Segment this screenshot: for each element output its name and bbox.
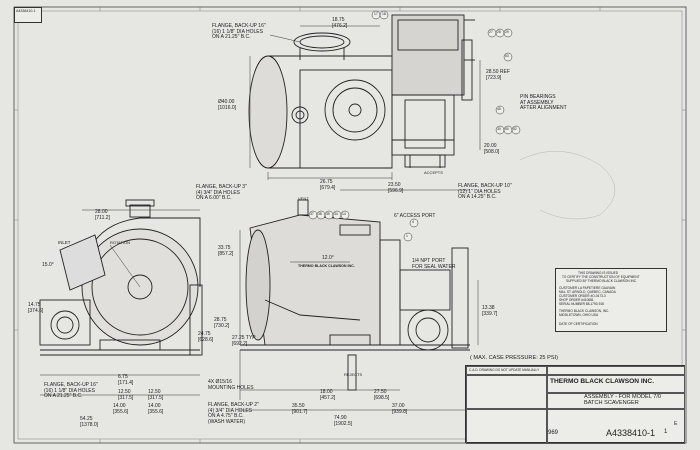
balloon-label: 30 [497,127,501,131]
dim-20-00: 20.00 [508.0] [484,143,500,155]
seal-water-note: 1/4 NPT PORT FOR SEAL WATER [412,258,456,270]
balloon-label: 37 [310,212,314,216]
dim-14-00b: 14.00 [355.6] [148,403,164,415]
cert-line2: TO CERTIFY THE CONSTRUCTION OF EQUIPMENT [562,275,640,279]
cert-line8: SERIAL NUMBER 88-1790-918 [559,302,604,306]
angle-15: 15.0° [42,262,54,268]
certification-box: THIS DRAWING IS ISSUED TO CERTIFY THE CO… [555,268,667,332]
balloon-label: 45 [497,107,501,111]
inlet-label: INLET [58,240,71,245]
dim-6-75: 6.75 [171.4] [118,374,134,386]
dim-14-75: 14.75 [374.6] [28,302,44,314]
dia-40: Ø40.00 [1016.0] [218,99,237,111]
dim-12-50a: 12.50 [317.5] [118,389,134,401]
angle-12: 12.0° [322,255,334,261]
balloon-label: 29 [505,30,509,34]
cert-line9: THERMO BLACK CLAWSON, INC. [559,309,610,313]
rotation-label: ROTATION [110,240,131,245]
dim-27-25: 27.25 TYP [692.2] [232,335,256,347]
drawing-title: ASSEMBLY - FOR MODEL 7/0 BATCH SCAVENGER [584,394,661,406]
dim-33-75: 33.75 [857.2] [218,245,234,257]
revision-stamp-text: A4338410-1 [16,9,36,13]
dim-23-50: 23.50 [596.9] [388,182,404,194]
dim-18-75: 18.75 [476.2] [332,17,348,29]
dim-12-50b: 12.50 [317.5] [148,389,164,401]
dim-26-75: 26.75 [679.4] [320,179,336,191]
dim-28-00: 28.00 [711.2] [95,209,110,221]
dim-27-50: 27.50 [698.5] [374,389,390,401]
pin-bearings-note: PIN BEARINGS AT ASSEMBLY AFTER ALIGNMENT [520,94,567,112]
cert-line3: SUPPLIED BY THERMO BLACK CLAWSON INC. [566,279,637,283]
dim-14-00a: 14.00 [355.6] [113,403,129,415]
balloon-label: 27 [489,30,493,34]
flange-10-note: FLANGE, BACK-UP 10" (12) 1" DIA HOLES ON… [458,183,512,201]
balloon-label: 39 [326,212,330,216]
balloon-label: 38 [318,212,322,216]
dim-24-75: 24.75 [628.6] [198,331,214,343]
rejects-label: REJECTS [344,372,363,377]
dim-28-75: 28.75 [730.2] [214,317,230,329]
sheet-number: 1 [664,429,668,435]
dim-35-50: 35.50 [901.7] [292,403,308,415]
revision-stamp: A4338410-1 [14,7,42,23]
cert-line7: SHOP ORDER #410681 [559,298,594,302]
sheet-size: E [674,421,678,427]
dim-28-50: 28.50 REF [723.9] [486,69,510,81]
dim-74-90: 74.90 [1902.5] [334,415,353,427]
company-name: THERMO BLACK CLAWSON INC. [550,378,655,385]
balloon-label: 14 [342,212,346,216]
cert-line4: CUSTOMER LA PAPETIERE GAUVAIN [559,286,616,290]
flange-16b-note: FLANGE, BACK-UP 16" (16) 1 1/8" DIA HOLE… [44,382,98,400]
sheet-code: 969 [548,430,559,436]
balloon-label: 34 [334,212,338,216]
flange-top-note: FLANGE, BACK-UP 16" (16) 1 1/8" DIA HOLE… [212,23,266,41]
vent-label: VENT [298,196,309,201]
balloon-label: 17 [374,12,378,16]
dim-37-00: 37.00 [939.8] [392,403,408,415]
mounting-holes-note: 4X Ø15/16 MOUNTING HOLES [208,379,254,391]
cert-line1: THIS DRAWING IS ISSUED [578,271,619,275]
dim-13-38: 13.38 [339.7] [482,305,498,317]
flange-2-note: FLANGE, BACK-UP 2" (4) 3/4" DIA HOLES ON… [208,402,259,425]
title-block: C.A.D. DRAWING DO NOT UPDATE MANUALLY TH… [465,365,685,444]
cert-line11: DATE OF CERTIFICATION [559,322,598,326]
balloon-label: 50 [505,127,509,131]
cad-note: C.A.D. DRAWING DO NOT UPDATE MANUALLY [469,368,540,372]
nameplate: THERMO BLACK CLAWSON INC. [298,264,355,268]
balloon-label: 4 [412,220,414,224]
cert-line6: CUSTOMER ORDER #O-0473-3 [559,294,606,298]
drawing-number: A4338410-1 [606,428,656,438]
access-port-note: 6" ACCESS PORT [394,213,436,219]
cert-line5: MILL ST. ARNOLD, QUEBEC, CANADA [559,290,616,294]
dim-54-25: 54.25 [1378.0] [80,416,99,428]
case-pressure-note: ( MAX. CASE PRESSURE: 25 PSI) [470,355,558,361]
balloon-label: 28 [497,30,501,34]
flange-3-note: FLANGE, BACK-UP 3" (4) 3/4" DIA HOLES ON… [196,184,247,202]
balloon-label: 53 [505,54,509,58]
dim-18-00: 18.00 [457.2] [320,389,336,401]
accepts-label: ACCEPTS [424,170,443,175]
balloon-label: 1 [406,234,408,238]
cert-line10: MIDDLETOWN, OHIO USA [559,313,599,317]
balloon-label: 18 [382,12,386,16]
balloon-label: 52 [513,127,517,131]
